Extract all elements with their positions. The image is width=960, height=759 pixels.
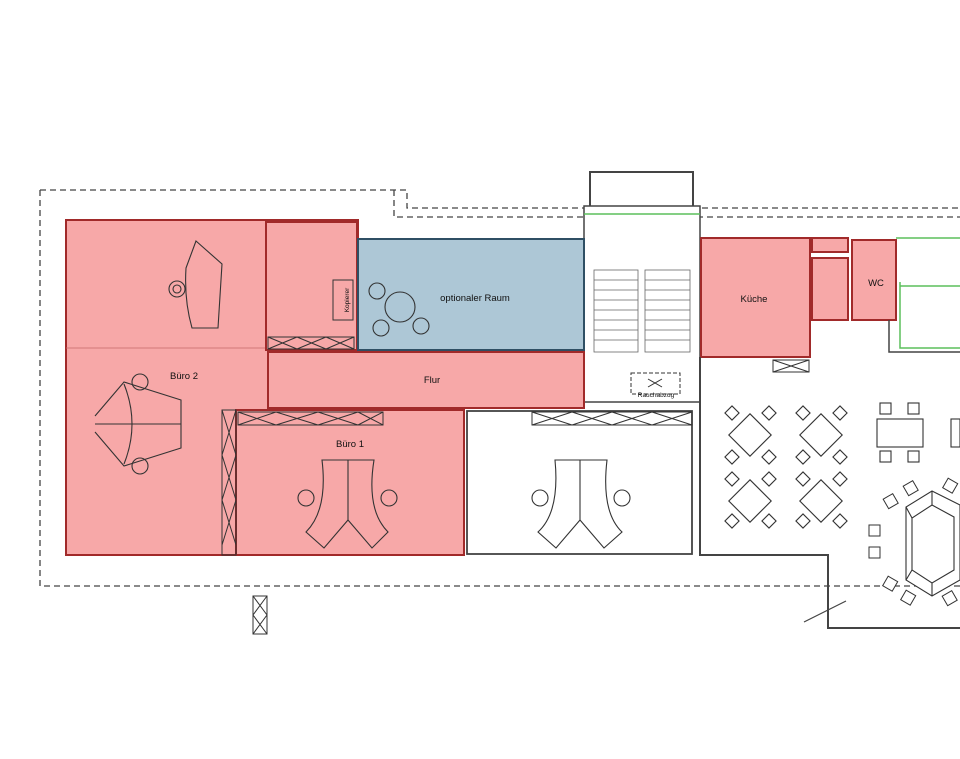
cabinet-row-white-office: [531, 411, 693, 426]
room-optionaler-raum: [357, 238, 585, 351]
label-wc: WC: [868, 278, 884, 289]
room-flur: [267, 351, 585, 409]
label-buero1: Büro 1: [336, 439, 364, 450]
desk-buero2-top: [168, 240, 223, 329]
cabinet-row-buero1: [221, 409, 384, 556]
stair-tower: [589, 171, 694, 206]
cabinet-row-kopierer: [267, 336, 355, 350]
label-buero2: Büro 2: [170, 371, 198, 382]
room-buero1: [235, 409, 465, 556]
room-wc: [851, 239, 897, 321]
room-kueche: [700, 237, 811, 358]
hexagon-table: [868, 477, 960, 607]
desk-buero1: [297, 459, 398, 549]
post-element: [252, 595, 268, 635]
copier: [332, 279, 354, 321]
property-boundary-inner: [393, 190, 960, 218]
label-flur: Flur: [424, 375, 440, 386]
restaurant-wall: [699, 357, 960, 629]
label-optionaler-raum: optionaler Raum: [440, 293, 510, 304]
desk-buero2-cluster: [94, 373, 182, 475]
room-small-1: [811, 237, 849, 253]
staircase: [593, 269, 691, 353]
desk-white-office: [531, 459, 631, 549]
room-small-2: [811, 257, 849, 321]
restaurant-tables: [724, 402, 960, 529]
smoke-vent-label: Rauchabzug: [638, 392, 675, 399]
label-kueche: Küche: [741, 294, 768, 305]
round-table-optional: [368, 282, 430, 337]
label-kopierer: Kopierer: [344, 287, 351, 312]
stairwell: [583, 205, 701, 403]
